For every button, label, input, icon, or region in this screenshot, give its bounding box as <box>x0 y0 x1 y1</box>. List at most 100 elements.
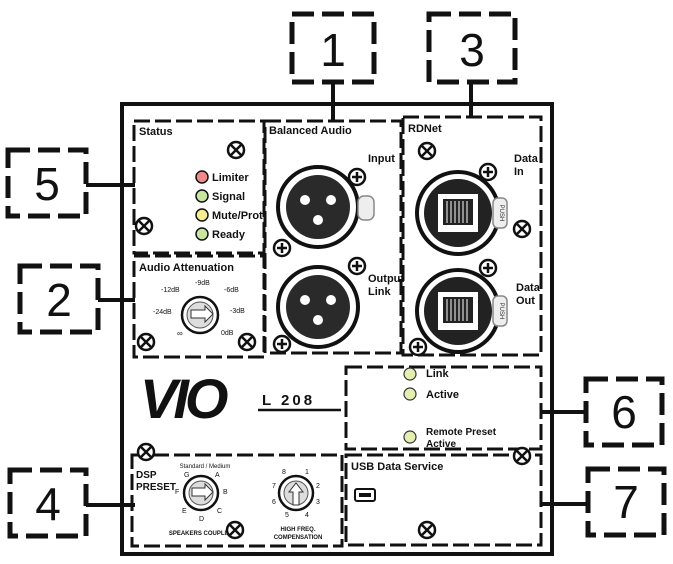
dial2-number-3: 3 <box>316 499 320 506</box>
plus-screw-icon <box>272 238 292 258</box>
plus-screw-icon <box>347 167 367 187</box>
callout-4: 4 <box>35 478 61 530</box>
tick-minus9db: -9dB <box>195 280 210 287</box>
attenuation-title: Audio Attenuation <box>139 262 234 274</box>
usb-port-icon[interactable] <box>354 488 376 502</box>
signal-label: Signal <box>212 191 245 203</box>
dial1-letter-g: G <box>184 472 189 479</box>
remote-preset-label: Remote Preset <box>426 427 497 438</box>
dial2-number-8: 8 <box>282 469 286 476</box>
dial1-letter-c: C <box>217 508 222 515</box>
callout-1: 1 <box>320 24 346 76</box>
screw-icon <box>226 140 246 160</box>
dial2-number-4: 4 <box>305 512 309 519</box>
input-label: Input <box>368 153 395 165</box>
remote-preset-led-icon <box>403 430 417 444</box>
xlr-input-connector <box>276 165 375 249</box>
tick-minus12db: -12dB <box>161 287 180 294</box>
callout-5: 5 <box>34 158 60 210</box>
dsp-selector-caption: Standard / Medium <box>180 464 231 470</box>
ready-label: Ready <box>212 229 246 241</box>
dial1-letter-a: A <box>215 472 220 479</box>
dial1-letter-b: B <box>223 489 228 496</box>
xlr-output-connector <box>276 265 360 349</box>
dial1-letter-d: D <box>199 516 204 523</box>
push-tab-label: PUSH <box>498 205 504 222</box>
attenuation-section <box>132 254 266 359</box>
link-label: Link <box>368 286 391 298</box>
dial2-number-2: 2 <box>316 483 320 490</box>
plus-screw-icon <box>478 162 498 182</box>
tick-0db: 0dB <box>221 330 234 337</box>
rdnet-title: RDNet <box>408 123 442 135</box>
plus-screw-icon <box>347 256 367 276</box>
dial1-letter-f: F <box>175 489 179 496</box>
link-led-icon <box>403 367 417 381</box>
callout-leaders <box>86 82 588 507</box>
callout-box-3 <box>426 11 518 85</box>
tick-minus24db: -24dB <box>153 309 172 316</box>
dial2-number-7: 7 <box>272 483 276 490</box>
callout-7: 7 <box>613 476 639 528</box>
data-out-sub-label: Out <box>516 295 535 307</box>
mute-prot-label: Mute/Prot <box>212 210 263 222</box>
tick-infinity: ∞ <box>177 329 183 338</box>
data-out-label: Data <box>516 282 541 294</box>
screw-icon <box>136 332 156 352</box>
dsp-title-line1: DSP <box>136 470 157 481</box>
push-tab-label: PUSH <box>498 303 504 320</box>
callout-box-7 <box>585 466 667 538</box>
screw-icon <box>417 141 437 161</box>
hf-caption-line1: HIGH FREQ. <box>280 527 315 533</box>
speakers-coupling-caption: SPEAKERS COUPLING <box>169 531 236 537</box>
callout-box-6 <box>583 376 665 448</box>
attenuation-knob[interactable] <box>180 295 220 335</box>
screw-icon <box>417 520 437 540</box>
screw-icon <box>134 216 154 236</box>
dial2-number-1: 1 <box>305 469 309 476</box>
vio-logo: VIO <box>140 367 228 430</box>
screw-icon <box>136 442 156 462</box>
plus-screw-icon <box>272 334 292 354</box>
screw-icon <box>512 219 532 239</box>
remote-preset-active-label: Active <box>426 439 456 450</box>
status-led-list: Limiter Signal Mute/Prot Ready <box>195 170 263 241</box>
callout-3: 3 <box>459 24 485 76</box>
dsp-section <box>130 453 344 548</box>
status-section <box>132 119 266 255</box>
limiter-label: Limiter <box>212 172 249 184</box>
screw-icon <box>237 332 257 352</box>
tick-minus6db: -6dB <box>224 287 239 294</box>
plus-screw-icon <box>478 258 498 278</box>
dial1-letter-e: E <box>182 508 187 515</box>
signal-led-icon <box>195 189 209 203</box>
active-status-label: Active <box>426 389 459 401</box>
dial2-number-5: 5 <box>285 512 289 519</box>
hf-caption-line2: COMPENSATION <box>274 535 323 541</box>
mute-prot-led-icon <box>195 208 209 222</box>
ready-led-icon <box>195 227 209 241</box>
rj45-data-out-connector <box>415 268 508 354</box>
balanced-audio-title: Balanced Audio <box>269 125 352 137</box>
tick-minus3db: -3dB <box>230 308 245 315</box>
callout-2: 2 <box>46 274 72 326</box>
balanced-audio-section <box>263 119 403 355</box>
dial2-number-6: 6 <box>272 499 276 506</box>
usb-title: USB Data Service <box>351 461 443 473</box>
limiter-led-icon <box>195 170 209 184</box>
rdnet-section <box>401 115 543 357</box>
callout-6: 6 <box>611 386 637 438</box>
plus-screw-icon <box>408 337 428 357</box>
output-label: Output <box>368 273 404 285</box>
speakers-coupling-dial[interactable] <box>182 474 220 512</box>
status-title: Status <box>139 126 173 138</box>
data-in-sub-label: In <box>514 166 524 178</box>
data-in-label: Data <box>514 153 539 165</box>
model-label: L 208 <box>262 392 315 409</box>
active-led-icon <box>403 387 417 401</box>
network-status-section <box>344 365 543 451</box>
link-status-label: Link <box>426 368 449 380</box>
hf-compensation-dial[interactable] <box>277 474 315 512</box>
dsp-title-line2: PRESET <box>136 482 176 493</box>
